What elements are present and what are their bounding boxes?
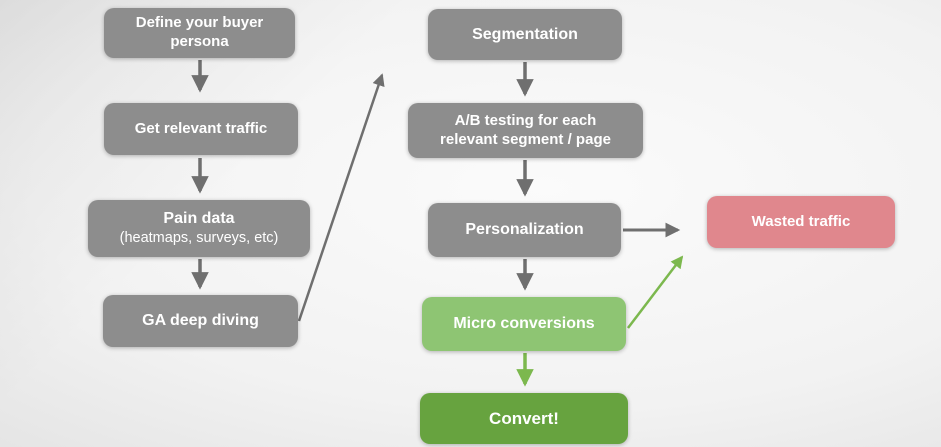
node-personalization: Personalization <box>428 203 621 257</box>
node-wasted-traffic-label: Wasted traffic <box>751 212 851 230</box>
arrow-micro-to-wasted <box>627 255 684 329</box>
node-get-traffic: Get relevant traffic <box>104 103 298 155</box>
node-micro-conversions-label: Micro conversions <box>453 315 595 332</box>
node-segmentation-label: Segmentation <box>472 25 578 43</box>
node-define-persona: Define your buyer persona <box>104 8 295 58</box>
node-wasted-traffic: Wasted traffic <box>707 196 895 248</box>
node-ab-testing: A/B testing for each relevant segment / … <box>408 103 643 158</box>
node-pain-data-label: Pain data <box>163 210 235 228</box>
node-convert-label: Convert! <box>489 408 559 428</box>
node-get-traffic-label: Get relevant traffic <box>134 119 268 137</box>
node-ga-deep-diving: GA deep diving <box>103 295 298 347</box>
node-ab-testing-label: A/B testing for each relevant segment / … <box>440 111 611 148</box>
node-segmentation: Segmentation <box>428 9 622 60</box>
node-convert: Convert! <box>420 393 628 444</box>
arrow-ga-to-segmentation <box>297 73 385 322</box>
node-personalization-label: Personalization <box>465 221 584 238</box>
node-define-persona-label: Define your buyer persona <box>135 14 264 50</box>
node-ga-deep-diving-label: GA deep diving <box>142 312 259 329</box>
node-pain-data-sublabel: (heatmaps, surveys, etc) <box>119 230 279 247</box>
node-pain-data: Pain data (heatmaps, surveys, etc) <box>88 200 310 257</box>
node-micro-conversions: Micro conversions <box>422 297 626 351</box>
